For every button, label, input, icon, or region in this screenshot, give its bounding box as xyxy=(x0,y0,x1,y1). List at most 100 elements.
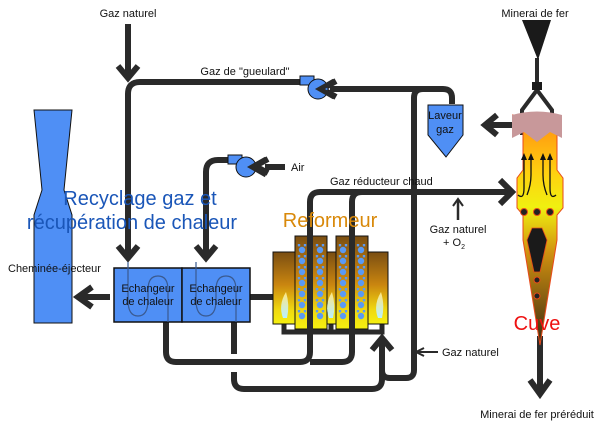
label-gaz-gueulard: Gaz de "gueulard" xyxy=(200,66,289,78)
arrow-to-chimney xyxy=(72,284,94,310)
catalyst-pellet xyxy=(298,312,306,320)
catalyst-pellet xyxy=(298,279,306,287)
catalyst-pellet xyxy=(356,277,360,280)
catalyst-pellet xyxy=(357,279,365,287)
echangeur-2-label-1: Echangeur xyxy=(189,283,243,295)
catalyst-pellet xyxy=(297,310,301,313)
catalyst-pellet xyxy=(316,257,324,265)
cheminee-ejecteur xyxy=(33,109,73,324)
laveur-gaz-label-1: Laveur xyxy=(428,110,462,122)
catalyst-pellet xyxy=(298,290,306,298)
catalyst-pellet xyxy=(357,312,365,320)
catalyst-pellet xyxy=(298,301,306,309)
catalyst-pellet xyxy=(344,244,348,247)
label-gaz-naturel-top: Gaz naturel xyxy=(100,8,157,20)
echangeur-2 xyxy=(181,262,251,323)
gueulard-pump-icon xyxy=(299,75,336,100)
label-cheminee: Cheminée-éjecteur xyxy=(8,263,101,275)
catalyst-pellet xyxy=(316,268,324,276)
reformeur xyxy=(272,235,389,330)
pipe-bottom-loop-1 xyxy=(163,322,313,365)
catalyst-pellet xyxy=(344,299,348,302)
catalyst-pellet xyxy=(316,301,324,309)
pipe-laveur-to-pump xyxy=(330,86,455,104)
pipe-air xyxy=(203,157,232,258)
catalyst-pellet xyxy=(356,266,360,269)
pipe-gueulard-branch xyxy=(411,86,424,370)
catalyst-pellet xyxy=(357,257,365,265)
catalyst-pellet xyxy=(339,290,347,298)
catalyst-pellet xyxy=(356,244,360,247)
catalyst-pellet xyxy=(321,266,325,269)
catalyst-pellet xyxy=(356,288,360,291)
catalyst-pellet xyxy=(321,255,325,258)
arrow-to-burners xyxy=(369,333,395,352)
catalyst-pellet xyxy=(338,288,342,291)
arrow-into-exchanger-1 xyxy=(115,244,141,263)
catalyst-pellet xyxy=(303,244,307,247)
catalyst-pellet xyxy=(297,255,301,258)
catalyst-pellet xyxy=(303,288,307,291)
catalyst-pellet xyxy=(338,244,342,247)
cuve xyxy=(512,111,564,346)
catalyst-pellet xyxy=(362,299,366,302)
catalyst-pellet xyxy=(321,244,325,247)
pipe-gueulard xyxy=(125,79,305,258)
catalyst-pellet xyxy=(315,299,319,302)
catalyst-pellet xyxy=(321,299,325,302)
catalyst-pellet xyxy=(357,268,365,276)
label-minerai-de-fer: Minerai de fer xyxy=(501,8,569,20)
echangeur-1-label-2: de chaleur xyxy=(122,296,174,308)
arrow-to-laveur xyxy=(480,112,499,138)
label-air: Air xyxy=(291,162,305,174)
flame-icon xyxy=(327,292,335,318)
catalyst-pellet xyxy=(298,268,306,276)
catalyst-pellet xyxy=(344,310,348,313)
catalyst-pellet xyxy=(303,310,307,313)
catalyst-pellet xyxy=(339,246,347,254)
catalyst-pellet xyxy=(362,310,366,313)
flame-icon xyxy=(376,292,384,318)
catalyst-pellet xyxy=(338,299,342,302)
catalyst-pellet xyxy=(315,244,319,247)
catalyst-pellet xyxy=(339,279,347,287)
catalyst-pellet xyxy=(315,288,319,291)
minerai-hopper-icon xyxy=(522,20,551,60)
catalyst-pellet xyxy=(362,266,366,269)
catalyst-pellet xyxy=(315,277,319,280)
catalyst-pellet xyxy=(321,310,325,313)
pipe-gaz-reducteur-chaud xyxy=(307,189,510,330)
catalyst-pellet xyxy=(316,290,324,298)
catalyst-pellet xyxy=(297,266,301,269)
catalyst-pellet xyxy=(344,277,348,280)
catalyst-pellet xyxy=(362,288,366,291)
catalyst-pellet xyxy=(357,290,365,298)
catalyst-pellet xyxy=(303,255,307,258)
pipe-bottom-loop-2 xyxy=(231,340,385,392)
flame-icon xyxy=(281,292,289,318)
catalyst-pellet xyxy=(362,255,366,258)
title-cuve: Cuve xyxy=(514,313,561,335)
laveur-gaz xyxy=(427,104,464,158)
catalyst-pellet xyxy=(316,246,324,254)
catalyst-pellet xyxy=(338,255,342,258)
label-gaz-naturel-o2-2: + O2 xyxy=(443,237,465,251)
catalyst-pellet xyxy=(356,255,360,258)
label-gaz-naturel-bottom: Gaz naturel xyxy=(442,347,499,359)
title-reformeur: Reformeur xyxy=(283,210,378,232)
catalyst-pellet xyxy=(344,288,348,291)
echangeur-1-label-1: Echangeur xyxy=(121,283,175,295)
label-gaz-reducteur-chaud: Gaz réducteur chaud xyxy=(330,176,433,188)
arrow-gaz-naturel-in xyxy=(115,64,141,83)
catalyst-pellet xyxy=(344,266,348,269)
catalyst-pellet xyxy=(315,310,319,313)
catalyst-pellet xyxy=(338,277,342,280)
arrow-product-out xyxy=(527,378,553,400)
catalyst-pellet xyxy=(339,301,347,309)
label-minerai-prereduit: Minerai de fer préréduit xyxy=(480,409,594,421)
arrow-to-cuve xyxy=(497,177,517,207)
catalyst-pellet xyxy=(362,244,366,247)
catalyst-pellet xyxy=(297,299,301,302)
catalyst-pellet xyxy=(297,244,301,247)
catalyst-pellet xyxy=(356,299,360,302)
